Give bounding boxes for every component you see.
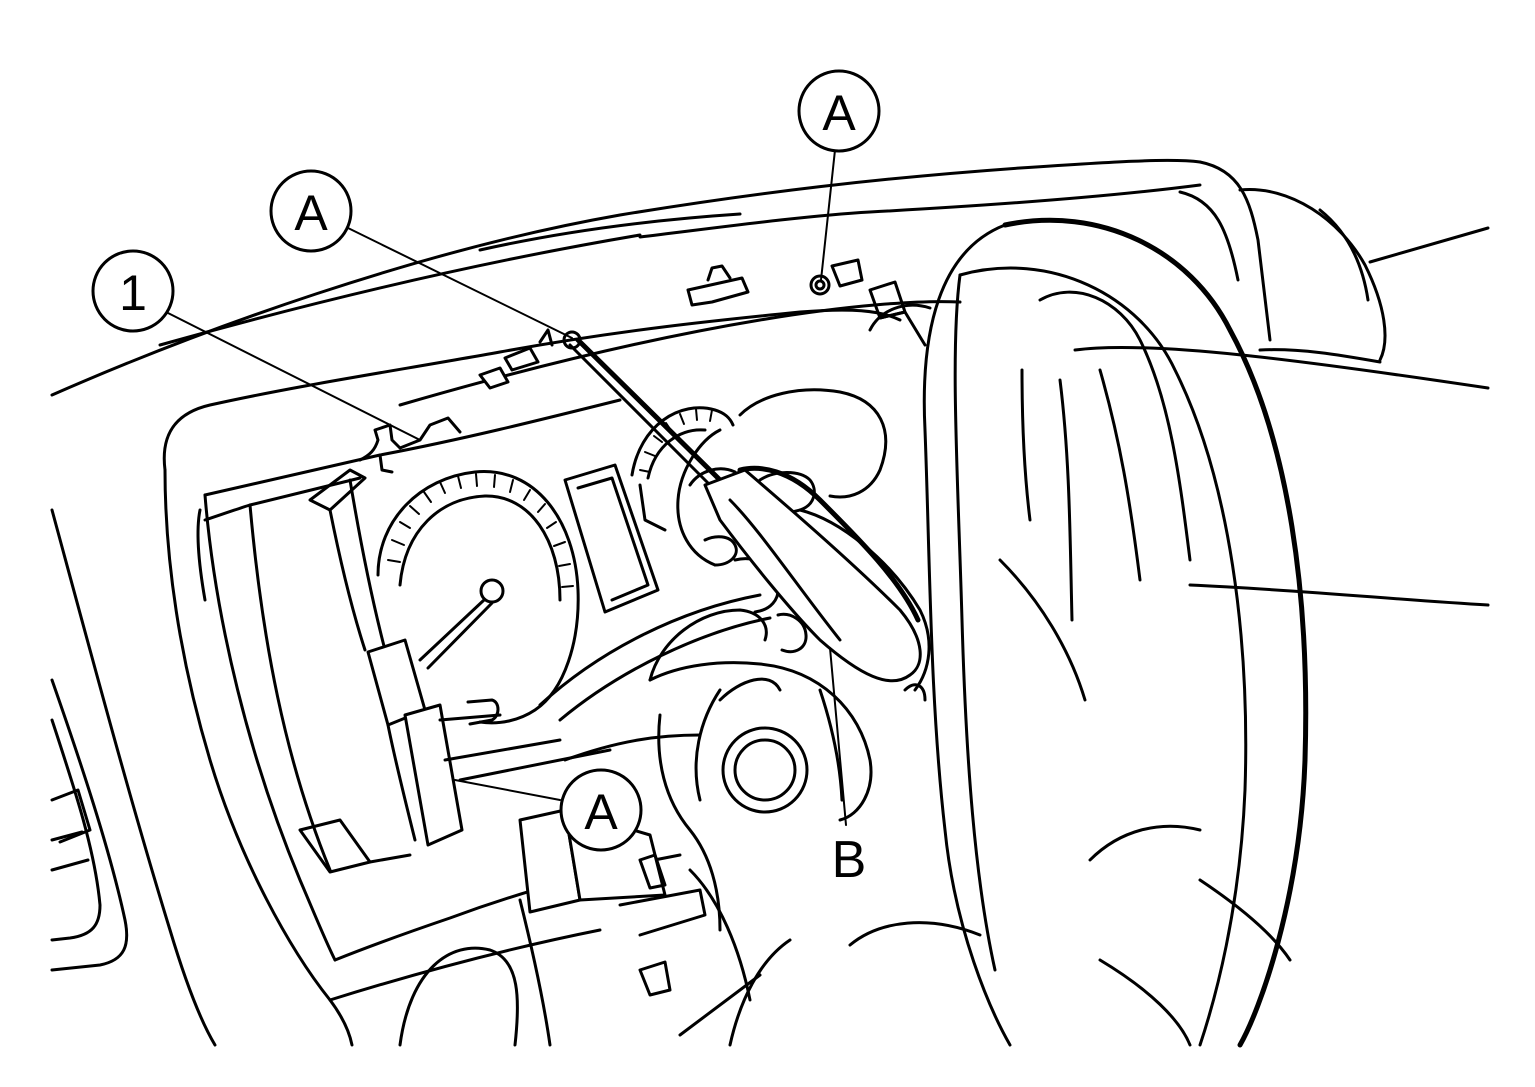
svg-text:1: 1 <box>119 265 147 321</box>
svg-text:A: A <box>822 85 856 141</box>
svg-text:A: A <box>584 784 618 840</box>
label-b: B <box>832 831 867 889</box>
leader-a-bottom <box>454 779 561 801</box>
callout-a-top: A <box>797 69 881 153</box>
callout-a-bottom: A <box>559 768 643 852</box>
leader-a-left <box>347 227 573 339</box>
steering-wheel <box>848 188 1490 1048</box>
center-display <box>563 463 660 614</box>
svg-text:B: B <box>832 831 867 889</box>
tachometer-gauge <box>630 406 735 532</box>
cluster-bezel <box>162 308 902 1047</box>
dashboard-top <box>50 158 1490 407</box>
left-dash-panel <box>50 508 217 1047</box>
callout-1: 1 <box>91 249 175 333</box>
clip-remover-tool <box>568 337 922 683</box>
speedometer-gauge <box>376 470 580 726</box>
hands <box>648 303 932 1047</box>
leader-a-top <box>820 149 836 281</box>
leader-lines <box>167 149 847 826</box>
callout-a-left: A <box>269 169 353 253</box>
cluster-housing <box>298 416 612 874</box>
screw-top <box>809 274 831 296</box>
clip-tabs <box>478 258 927 390</box>
leader-1 <box>167 312 421 441</box>
leader-b <box>829 647 847 826</box>
svg-text:A: A <box>294 185 328 241</box>
